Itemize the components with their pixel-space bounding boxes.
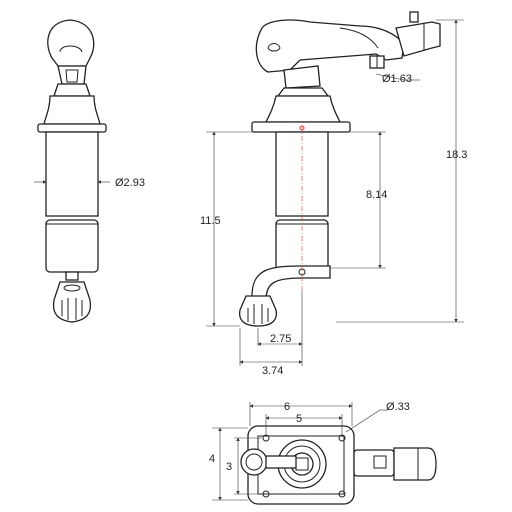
side-view: 18.3 11.5 8.14 Ø1.63 2.75 3.74 [200,11,467,377]
body-height-label: 11.5 [200,215,221,227]
hole-spacing-label: 5 [296,413,302,425]
handle-offset-label: 2.75 [270,333,291,345]
upper-body-height-label: 8.14 [366,189,387,201]
front-view: Ø2.93 [34,19,145,323]
top-view: 6 5 Ø.33 4 3 [209,401,437,505]
base-depth-label: 4 [209,453,215,465]
body-diameter-label: Ø2.93 [115,177,145,189]
handle-reach-label: 3.74 [262,365,283,377]
mount-hole-diameter-label: Ø.33 [386,401,410,413]
hole-depth-spacing-label: 3 [226,461,232,473]
overall-height-label: 18.3 [446,149,467,161]
base-width-label: 6 [284,401,290,413]
spout-hole-diameter-label: Ø1.63 [382,73,412,85]
